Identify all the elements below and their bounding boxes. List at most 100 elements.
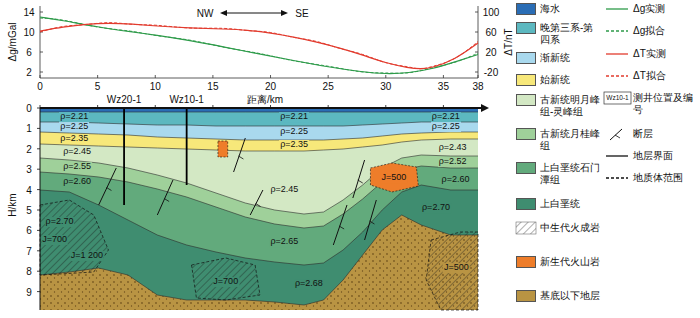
fault-motion xyxy=(164,199,169,202)
legend-line xyxy=(606,177,628,178)
axis-label: 6 xyxy=(26,225,32,236)
axis-label: 5 xyxy=(26,205,32,216)
density-label: ρ=2.45 xyxy=(62,147,92,157)
legend-swatch xyxy=(516,198,536,210)
arrowhead xyxy=(481,104,489,112)
density-label: ρ=2.43 xyxy=(438,143,468,153)
gravity-fitted-curve xyxy=(40,18,478,73)
axis-label: SE xyxy=(295,8,308,19)
depth-axis xyxy=(40,108,41,310)
density-label: ρ=2.70 xyxy=(45,217,75,227)
axis-label: Δg/mGal xyxy=(7,23,18,62)
tick xyxy=(475,72,478,73)
stratum-boundary xyxy=(40,122,478,126)
density-label: ρ=2.60 xyxy=(62,177,92,187)
axis-label: 35 xyxy=(438,81,449,92)
legend-label: 渐新统 xyxy=(540,52,602,64)
axis-label: 2 xyxy=(26,143,32,154)
axis-label: 8 xyxy=(26,266,32,277)
axis-label: 6 xyxy=(26,47,32,58)
x-axis xyxy=(40,78,478,79)
axis-label: 60 xyxy=(485,27,496,38)
fault-motion xyxy=(238,156,243,159)
legend-swatch xyxy=(516,94,536,106)
density-label: ρ=2.21 xyxy=(279,112,309,122)
tick xyxy=(37,169,40,170)
density-label: ρ=2.25 xyxy=(279,127,309,137)
igneous-body xyxy=(192,258,260,300)
axis-label: ΔT/nT xyxy=(503,28,514,55)
tick xyxy=(37,108,40,109)
legend-label: 始新统 xyxy=(540,74,602,86)
legend-line xyxy=(606,53,628,54)
axis-label: 4 xyxy=(26,184,32,195)
axis-label: 7 xyxy=(26,245,32,256)
density-label: ρ=2.21 xyxy=(431,112,461,122)
direction-arrow xyxy=(224,13,284,14)
axis-label: 100 xyxy=(483,7,500,18)
volcanic-body xyxy=(370,163,418,192)
legend-samples xyxy=(516,9,631,234)
tick xyxy=(40,75,41,78)
legend-label: 新生代火山岩 xyxy=(540,256,602,268)
tick xyxy=(478,75,479,78)
axis-label: 38 xyxy=(472,81,483,92)
fault xyxy=(333,205,347,245)
tick xyxy=(97,105,98,108)
axis-label: 10 xyxy=(23,27,34,38)
axis-label: 15 xyxy=(207,81,218,92)
axis-label: 距离/km xyxy=(247,94,283,105)
stratum xyxy=(40,108,478,151)
legend-label: 古新统明月峰组-灵峰组 xyxy=(540,94,602,118)
density-label: J=700 xyxy=(41,235,68,245)
density-label: ρ=2.45 xyxy=(269,185,299,195)
igneous-body xyxy=(40,200,108,275)
igneous-body xyxy=(426,232,478,310)
magnetic-fitted-curve xyxy=(40,23,478,69)
legend-swatch xyxy=(516,3,536,15)
density-label: ρ=2.55 xyxy=(62,162,92,172)
well xyxy=(123,108,125,205)
tick xyxy=(40,72,43,73)
legend-label: 断层 xyxy=(633,128,695,140)
axis-label: 2 xyxy=(26,67,32,78)
legend-label: 基底以下地层 xyxy=(540,290,602,302)
legend-label: 上白垩统 xyxy=(540,198,602,210)
tick xyxy=(475,32,478,33)
legend-label: Δg拟合 xyxy=(633,25,695,37)
tick xyxy=(37,189,40,190)
fault-motion xyxy=(358,180,363,183)
axis-label: H/km xyxy=(7,193,18,216)
density-label: ρ=2.52 xyxy=(438,157,468,167)
axis-label: -20 xyxy=(484,67,498,78)
legend-swatch xyxy=(516,52,536,64)
axis-label: 10 xyxy=(150,81,161,92)
fault-motion xyxy=(256,204,261,207)
stratum-boundary xyxy=(40,112,478,113)
legend-label: 地层界面 xyxy=(633,150,695,162)
axis-label: NW xyxy=(197,8,214,19)
tick xyxy=(37,210,40,211)
legend-swatch xyxy=(516,22,536,34)
legend-swatch xyxy=(516,74,536,86)
legend-label: ΔT实测 xyxy=(633,48,695,60)
legend-line xyxy=(606,8,628,9)
stratum-boundary xyxy=(40,139,478,151)
axis-label: 14 xyxy=(23,7,34,18)
tick xyxy=(385,75,386,78)
tick xyxy=(270,105,271,108)
density-label: ρ=2.65 xyxy=(269,237,299,247)
density-label: J=1 200 xyxy=(70,251,104,261)
legend-label: Δg实测 xyxy=(633,3,695,15)
axis-label: 1 xyxy=(26,123,32,134)
arrowhead xyxy=(220,10,227,16)
legend-well-box xyxy=(604,92,631,104)
tick xyxy=(443,105,444,108)
legend-label: 晚第三系-第四系 xyxy=(540,22,602,46)
axis-label: Wz20-1 xyxy=(107,94,141,105)
density-label: ρ=2.21 xyxy=(59,112,89,122)
fault-motion xyxy=(106,188,111,191)
stratum xyxy=(40,108,478,265)
stratum xyxy=(40,108,478,214)
